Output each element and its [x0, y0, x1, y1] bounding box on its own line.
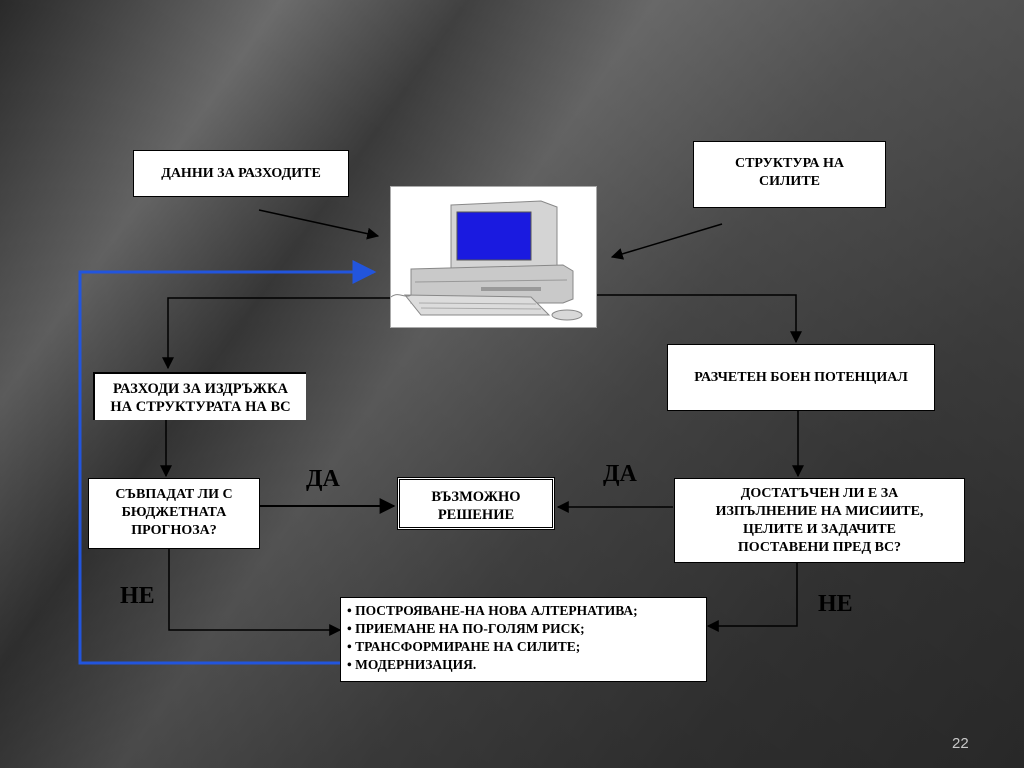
alternative-item: • ПРИЕМАНЕ НА ПО-ГОЛЯМ РИСК;: [347, 621, 585, 636]
possible-solution-line-2: РЕШЕНИЕ: [437, 507, 515, 523]
alternative-item: • ТРАНСФОРМИРАНЕ НА СИЛИТЕ;: [347, 639, 581, 654]
page-number: 22: [952, 735, 969, 752]
sufficiency-question-box: ДОСТАТЪЧЕН ЛИ Е ЗА ИЗПЪЛНЕНИЕ НА МИСИИТЕ…: [674, 478, 965, 563]
yes-label-left: ДА: [306, 466, 340, 492]
possible-solution-line-1: ВЪЗМОЖНО: [431, 489, 521, 505]
computer-icon: [390, 200, 583, 321]
force-structure-box: СТРУКТУРА НА СИЛИТЕ: [693, 141, 886, 208]
budget-question-line-2: БЮДЖЕТНАТА: [121, 505, 227, 520]
alternative-item: • ПОСТРОЯВАНЕ-НА НОВА АЛТЕРНАТИВА;: [347, 603, 638, 618]
sufficiency-question-line-1: ДОСТАТЪЧЕН ЛИ Е ЗА: [740, 486, 899, 501]
budget-question-line-3: ПРОГНОЗА?: [131, 523, 217, 538]
feedback-arrow: [78, 260, 377, 665]
force-structure-line-1: СТРУКТУРА НА: [734, 156, 845, 171]
cost-data-box: ДАННИ ЗА РАЗХОДИТЕ: [133, 150, 349, 197]
alternatives-box: • ПОСТРОЯВАНЕ-НА НОВА АЛТЕРНАТИВА; • ПРИ…: [340, 597, 707, 682]
alternative-item: • МОДЕРНИЗАЦИЯ.: [347, 657, 477, 672]
maintenance-costs-box: РАЗХОДИ ЗА ИЗДРЪЖКА НА СТРУКТУРАТА НА ВС: [93, 372, 306, 420]
sufficiency-question-line-2: ИЗПЪЛНЕНИЕ НА МИСИИТЕ,: [715, 504, 924, 519]
maintenance-costs-line-1: РАЗХОДИ ЗА ИЗДРЪЖКА: [113, 381, 288, 397]
no-label-left: НЕ: [120, 583, 155, 609]
maintenance-costs-line-2: НА СТРУКТУРАТА НА ВС: [110, 399, 291, 415]
sufficiency-question-line-3: ЦЕЛИТЕ И ЗАДАЧИТЕ: [743, 522, 896, 537]
arrow-computer-to-potential: [597, 294, 802, 344]
budget-question-line-1: СЪВПАДАТ ЛИ С: [115, 487, 233, 502]
arrow-computer-to-maintenance: [162, 297, 390, 370]
combat-potential-box: РАЗЧЕТЕН БОЕН ПОТЕНЦИАЛ: [667, 344, 935, 411]
budget-question-box: СЪВПАДАТ ЛИ С БЮДЖЕТНАТА ПРОГНОЗА?: [88, 478, 260, 549]
combat-potential-label: РАЗЧЕТЕН БОЕН ПОТЕНЦИАЛ: [694, 370, 908, 385]
possible-solution-box: ВЪЗМОЖНО РЕШЕНИЕ: [397, 477, 555, 530]
computer-image: [390, 186, 597, 328]
sufficiency-question-line-4: ПОСТАВЕНИ ПРЕД ВС?: [737, 540, 902, 555]
arrow-costdata-to-computer: [258, 209, 380, 240]
no-label-right: НЕ: [818, 591, 853, 617]
arrow-budget-no: [168, 549, 342, 636]
cost-data-label: ДАННИ ЗА РАЗХОДИТЕ: [161, 166, 321, 181]
force-structure-line-2: СИЛИТЕ: [759, 174, 820, 189]
arrow-sufficiency-no: [706, 563, 798, 632]
yes-label-right: ДА: [603, 461, 637, 487]
arrow-structure-to-computer: [610, 223, 723, 260]
